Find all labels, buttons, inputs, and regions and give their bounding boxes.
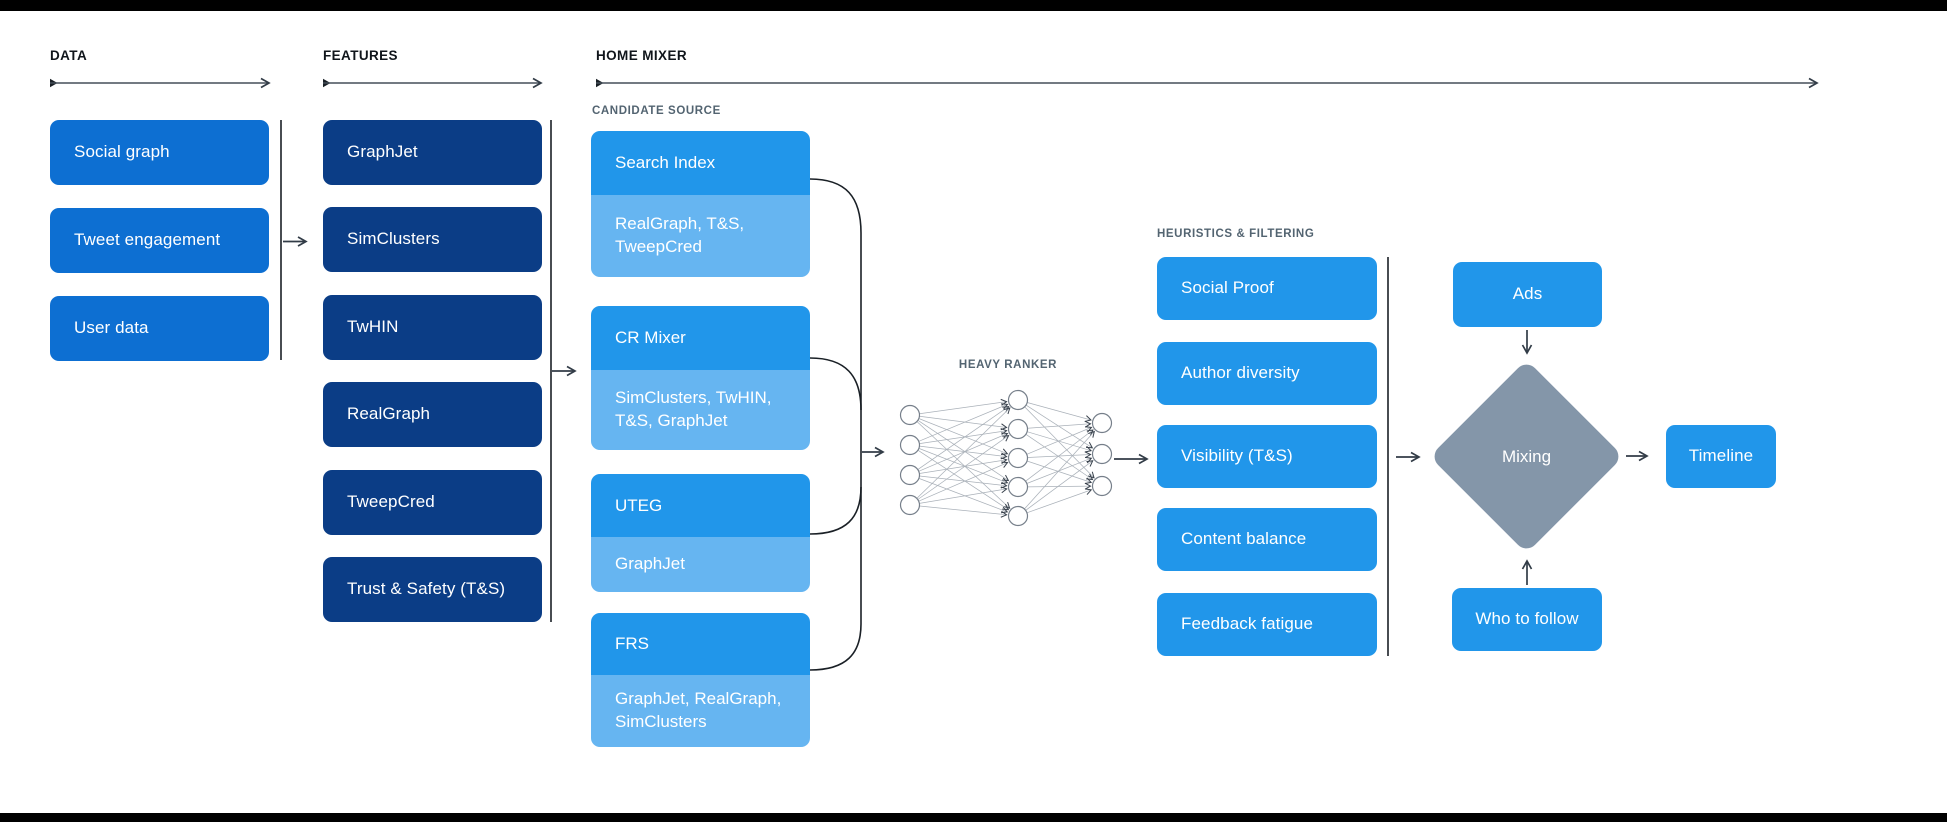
candidate-card-frs: FRS GraphJet, RealGraph, SimClusters bbox=[591, 613, 810, 747]
candidate-card-title: CR Mixer bbox=[591, 306, 810, 370]
top-letterbox-bar bbox=[0, 0, 1947, 11]
heavy-ranker-label: HEAVY RANKER bbox=[958, 359, 1058, 371]
heuristic-node-feedback-fatigue: Feedback fatigue bbox=[1157, 593, 1377, 656]
candidate-source-label: CANDIDATE SOURCE bbox=[592, 105, 721, 117]
data-section-title: DATA bbox=[50, 48, 88, 63]
mixing-diamond: Mixing bbox=[1429, 359, 1624, 554]
heuristic-node-visibility: Visibility (T&S) bbox=[1157, 425, 1377, 488]
data-node-tweet-engagement: Tweet engagement bbox=[50, 208, 269, 273]
who-to-follow-node: Who to follow bbox=[1452, 588, 1602, 651]
candidate-card-title: FRS bbox=[591, 613, 810, 675]
candidate-card-cr-mixer: CR Mixer SimClusters, TwHIN, T&S, GraphJ… bbox=[591, 306, 810, 450]
feature-node-graphjet: GraphJet bbox=[323, 120, 542, 185]
features-section-title: FEATURES bbox=[323, 48, 398, 63]
candidate-merge-curves bbox=[809, 178, 862, 671]
candidate-card-features: GraphJet bbox=[591, 537, 810, 592]
timeline-node: Timeline bbox=[1666, 425, 1776, 488]
feature-node-trust-safety: Trust & Safety (T&S) bbox=[323, 557, 542, 622]
candidate-card-features: GraphJet, RealGraph, SimClusters bbox=[591, 675, 810, 747]
mixing-diamond-label: Mixing bbox=[1501, 446, 1552, 466]
heuristics-filtering-label: HEURISTICS & FILTERING bbox=[1157, 228, 1315, 240]
heuristic-node-content-balance: Content balance bbox=[1157, 508, 1377, 571]
feature-node-simclusters: SimClusters bbox=[323, 207, 542, 272]
candidate-card-uteg: UTEG GraphJet bbox=[591, 474, 810, 592]
feature-node-realgraph: RealGraph bbox=[323, 382, 542, 447]
heuristic-node-author-diversity: Author diversity bbox=[1157, 342, 1377, 405]
candidate-card-title: Search Index bbox=[591, 131, 810, 195]
home-mixer-section-title: HOME MIXER bbox=[596, 48, 688, 63]
data-node-social-graph: Social graph bbox=[50, 120, 269, 185]
bottom-letterbox-bar bbox=[0, 813, 1947, 822]
candidate-card-features: RealGraph, T&S, TweepCred bbox=[591, 195, 810, 277]
heavy-ranker-network bbox=[899, 389, 1113, 527]
data-node-user-data: User data bbox=[50, 296, 269, 361]
section-rules bbox=[50, 77, 1819, 89]
ads-node: Ads bbox=[1453, 262, 1602, 327]
candidate-card-search-index: Search Index RealGraph, T&S, TweepCred bbox=[591, 131, 810, 277]
feature-node-twhin: TwHIN bbox=[323, 295, 542, 360]
candidate-card-title: UTEG bbox=[591, 474, 810, 537]
candidate-card-features: SimClusters, TwHIN, T&S, GraphJet bbox=[591, 370, 810, 450]
heuristic-node-social-proof: Social Proof bbox=[1157, 257, 1377, 320]
feature-node-tweepcred: TweepCred bbox=[323, 470, 542, 535]
